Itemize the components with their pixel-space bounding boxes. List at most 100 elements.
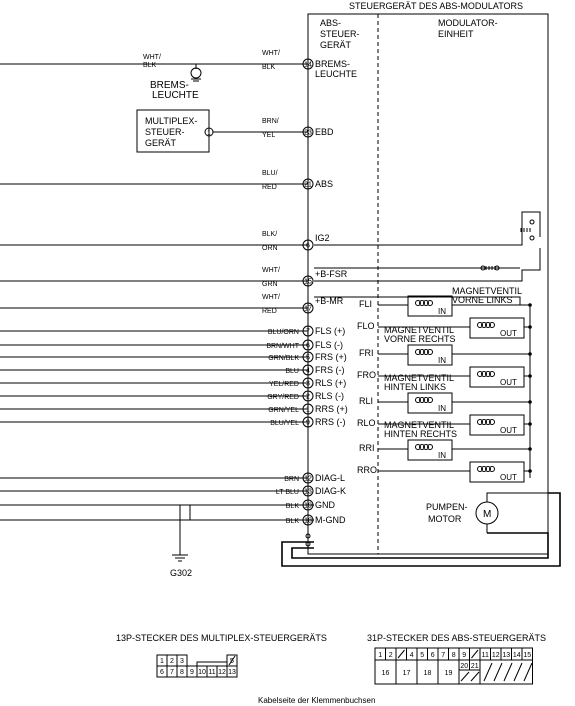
wire-color-label: BLK xyxy=(262,64,276,71)
pin-circle xyxy=(302,126,314,138)
svg-text:G302: G302 xyxy=(170,568,192,578)
wire-color-label: YEL/RED xyxy=(269,381,299,388)
abs-cell-label: 18 xyxy=(424,670,432,677)
multiplex-control-unit: MULTIPLEX- STEUER- GERÄT 1 xyxy=(136,109,214,153)
pin-circle xyxy=(302,364,314,376)
signal-label: +B-FSR xyxy=(315,269,348,279)
signal-label: IG2 xyxy=(315,233,330,243)
mux-cell-label: 3 xyxy=(180,658,184,665)
pin-number: 1 xyxy=(306,407,310,414)
svg-text:BREMS-: BREMS- xyxy=(150,80,189,91)
coil-loop xyxy=(427,300,433,306)
wire-color-label: BLU xyxy=(285,368,299,375)
mux-cell-label: 11 xyxy=(208,669,215,676)
valve-title: MAGNETVENTIL xyxy=(384,373,454,383)
mux-cell-label: 9 xyxy=(190,669,194,676)
abs-cell-label: 21 xyxy=(471,663,479,670)
svg-text:WHT/: WHT/ xyxy=(143,54,161,61)
out-coil-box xyxy=(469,366,525,388)
coil-loop xyxy=(415,349,421,355)
signal-label: FLS (+) xyxy=(315,326,345,336)
coil-loop xyxy=(419,397,425,403)
pin-circle xyxy=(302,275,314,287)
wire-color-label: BLU/ xyxy=(262,170,278,177)
abs-cell-label: 13 xyxy=(502,652,510,659)
abs-cell-label: 9 xyxy=(462,652,466,659)
abs-cell-label: 14 xyxy=(513,652,521,659)
abs-cell-label: 6 xyxy=(431,652,435,659)
wire-color-label: ORN xyxy=(262,245,278,252)
coil-loop xyxy=(481,466,487,472)
wire-color-label: WHT/ xyxy=(262,50,280,57)
pin-number: 15 xyxy=(304,279,312,286)
valve-out-pin: FRO xyxy=(357,370,376,380)
svg-text:GERÄT: GERÄT xyxy=(145,138,177,148)
pin-circle xyxy=(302,239,314,251)
pin-number: 6 xyxy=(306,243,310,250)
signal-label: LEUCHTE xyxy=(315,69,357,79)
pin-number: 21 xyxy=(304,182,312,189)
wire-color-label: RED xyxy=(262,308,277,315)
pin-circle xyxy=(302,485,314,497)
coil-in-label: IN xyxy=(438,451,446,460)
out-coil-box xyxy=(469,317,525,339)
coil-loop xyxy=(427,349,433,355)
coil-loop xyxy=(423,397,429,403)
coil-loop xyxy=(423,349,429,355)
signal-label: DIAG-K xyxy=(315,486,346,496)
svg-text:ABS-: ABS- xyxy=(320,18,341,28)
wire-color-label: LT BLU xyxy=(276,489,299,496)
abs-unit-label: ABS- STEUER- GERÄT xyxy=(320,18,360,50)
brake-light: WHT/ BLK BREMS- LEUCHTE xyxy=(143,54,202,101)
wire-color-label: BRN/WHT xyxy=(266,343,299,350)
svg-text:1: 1 xyxy=(207,130,211,137)
pin-number: 12 xyxy=(304,476,312,483)
valve-in-pin: FRI xyxy=(359,348,374,358)
abs-cell-label: 17 xyxy=(403,670,411,677)
signal-label: DIAG-L xyxy=(315,473,345,483)
pin-number: 18 xyxy=(304,518,312,525)
abs-cell-label: 16 xyxy=(382,670,390,677)
valve-out-pin: FLO xyxy=(357,321,375,331)
in-coil-box xyxy=(407,344,453,366)
abs-cell-label: 2 xyxy=(389,652,393,659)
coil-loop xyxy=(477,419,483,425)
valve-out-pin: RRO xyxy=(357,465,377,475)
in-coil-box xyxy=(407,392,453,414)
coil-loop xyxy=(489,466,495,472)
svg-text:MULTIPLEX-: MULTIPLEX- xyxy=(145,116,197,126)
valve-title: VORNE LINKS xyxy=(452,295,513,305)
wire-color-label: BLK xyxy=(286,503,300,510)
coil-out-label: OUT xyxy=(500,426,517,435)
valve-title: MAGNETVENTIL xyxy=(384,420,454,430)
coil-loop xyxy=(419,349,425,355)
wire-color-label: BLK xyxy=(286,518,300,525)
wire-color-label: BLU/ORN xyxy=(268,329,299,336)
coil-loop xyxy=(419,444,425,450)
coil-out-label: OUT xyxy=(500,473,517,482)
mux-cell-label: 12 xyxy=(218,669,226,676)
coil-loop xyxy=(489,419,495,425)
mux-cell-label: 13 xyxy=(228,669,236,676)
mux-cell-label: 10 xyxy=(198,669,206,676)
wire-color-label: RED xyxy=(262,184,277,191)
abs-cell-label: 11 xyxy=(482,652,489,659)
abs-cell-label: 15 xyxy=(523,652,531,659)
pin-number: 13 xyxy=(304,489,312,496)
signal-label: BREMS- xyxy=(315,59,350,69)
coil-loop xyxy=(477,371,483,377)
wire-color-label: GRN/BLK xyxy=(268,355,299,362)
wire-color-label: WHT/ xyxy=(262,294,280,301)
pin-number: 2 xyxy=(306,394,310,401)
